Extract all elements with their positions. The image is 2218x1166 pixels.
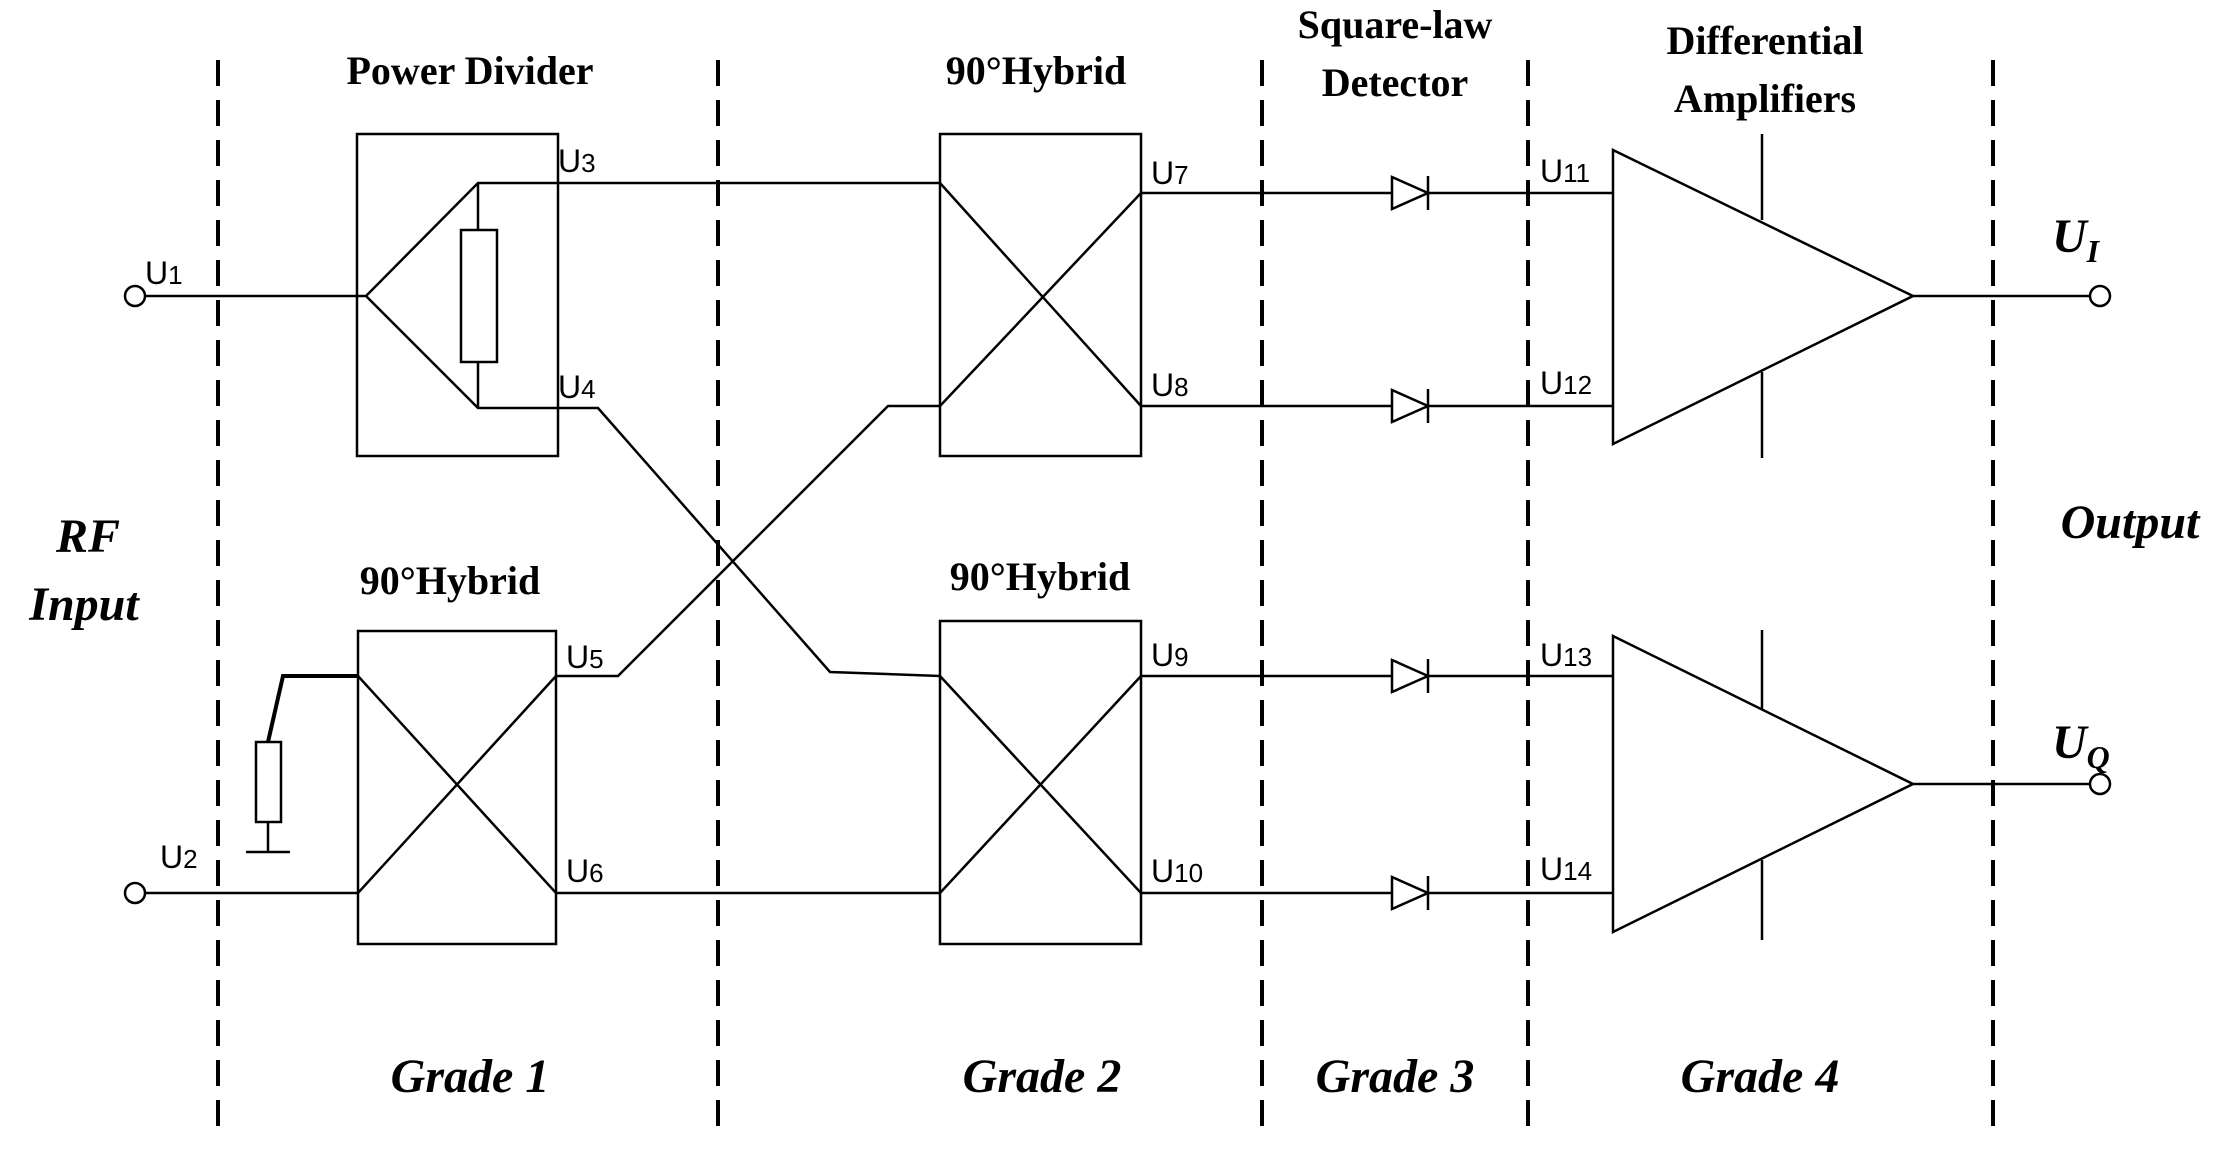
rf-input-label-line2: Input [28,578,140,631]
port-u2: U2 [160,839,198,875]
port-u1: U1 [145,255,183,291]
u2-terminal [123,881,147,905]
port-u10: U10 [1151,853,1203,889]
diode-3 [1390,658,1432,694]
diode-2 [1390,388,1432,424]
hybrid-top-block [938,132,1143,458]
power-divider-title: Power Divider [347,48,594,93]
hybrid-left-block [246,629,558,946]
rf-input-label-line1: RF [55,510,120,563]
port-u13: U13 [1540,637,1592,673]
uq-output-terminal [2088,772,2112,796]
hybrid-left-title: 90°Hybrid [360,558,540,603]
hybrid-bottom-cross-b [939,675,1142,894]
output-label: Output [2061,496,2201,549]
amplifiers-title-line2: Amplifiers [1674,76,1856,121]
port-u12: U12 [1540,365,1592,401]
hybrid-bottom-box [938,619,1143,946]
port-u4: U4 [558,369,596,405]
interconnects [556,181,941,895]
detector-title-line2: Detector [1322,60,1469,105]
diode-1 [1390,175,1432,211]
amplifiers-title-line1: Differential [1667,18,1864,63]
hybrid-bottom-block [938,619,1143,946]
port-u11: U11 [1540,153,1590,189]
amplifier-top-triangle [1611,148,1916,447]
hybrid-bottom-title: 90°Hybrid [950,554,1130,599]
port-u6: U6 [566,853,604,889]
port-u9: U9 [1151,637,1189,673]
port-u7: U7 [1151,155,1189,191]
diode-4 [1390,875,1432,911]
port-u8: U8 [1151,367,1189,403]
port-u14: U14 [1540,851,1592,887]
power-divider-block [355,132,560,458]
hybrid-left-box [356,629,558,946]
hybrid-top-box [938,132,1143,458]
hybrid-top-cross-b [939,192,1142,407]
amplifier-top [1611,134,2112,458]
u1-terminal [123,284,147,308]
detector-title-line1: Square-law [1298,2,1493,47]
power-divider-box [355,132,560,458]
detector-stage [1141,175,1613,911]
grade-1-label: Grade 1 [391,1050,550,1103]
hybrid-top-title: 90°Hybrid [946,48,1126,93]
grade-4-label: Grade 4 [1681,1050,1840,1103]
grade-3-label: Grade 3 [1316,1050,1475,1103]
ui-output-terminal [2088,284,2112,308]
hybrid-left-cross-b [357,675,557,894]
output-uq-label: UQ [2052,716,2110,775]
port-u5: U5 [566,639,604,675]
u4-to-hybrid-bottom [558,406,941,678]
output-ui-label: UI [2052,210,2101,269]
termination-resistor [254,740,283,824]
amplifier-bottom [1611,630,2112,940]
port-u3: U3 [558,143,596,179]
port-labels: U1 U2 U3 U4 U5 U6 U7 U8 U9 U10 U11 U12 U… [145,143,1592,889]
hybrid-top-cross-a [939,182,1142,407]
termination-lead [266,674,358,743]
u5-to-hybrid-top [556,404,940,678]
isolation-resistor [459,228,499,364]
input-terminals [123,284,366,905]
stage-dividers [216,60,1995,1140]
grade-2-label: Grade 2 [963,1050,1122,1103]
